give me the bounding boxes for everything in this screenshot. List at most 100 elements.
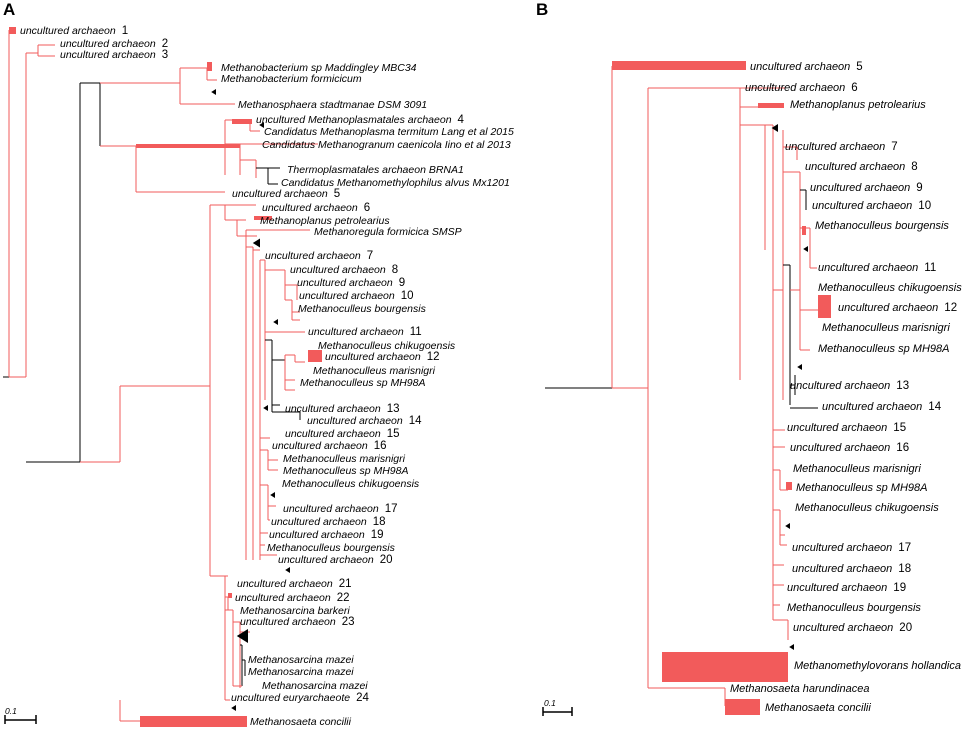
leaf-name: uncultured archaeon (787, 582, 887, 594)
leaf-name: uncultured archaeon (297, 277, 393, 289)
leaf-name: uncultured archaeon (785, 141, 885, 153)
collapsed-node-marker (785, 523, 790, 529)
leaf-name: Methanoculleus bourgensis (267, 542, 396, 554)
leaf-name: Methanoculleus bourgensis (298, 303, 427, 315)
leaf-name: Candidatus Methanomethylophilus alvus Mx… (281, 177, 510, 189)
leaf-name: uncultured archaeon (290, 264, 386, 276)
leaf-label: Methanoculleus marisnigri (822, 322, 950, 334)
leaf-name: uncultured archaeon (745, 82, 845, 94)
leaf-name: uncultured archaeon (822, 401, 922, 413)
leaf-name: Methanosarcina barkeri (240, 605, 350, 617)
leaf-number: 9 (399, 277, 405, 289)
collapsed-clade-bar (9, 27, 16, 34)
leaf-name: Methanoplanus petrolearius (790, 99, 926, 111)
leaf-name: Methanoculleus sp MH98A (818, 343, 949, 355)
leaf-label: Candidatus Methanoplasma termitum Lang e… (264, 126, 514, 138)
leaf-label: Candidatus Methanomethylophilus alvus Mx… (281, 177, 510, 189)
collapsed-clade-bar (612, 61, 746, 70)
leaf-name: Methanoculleus marisnigri (283, 453, 406, 465)
leaf-number: 12 (427, 351, 440, 363)
leaf-label: Methanosarcina mazei (262, 680, 368, 692)
leaf-name: uncultured archaeon (818, 262, 918, 274)
leaf-name: uncultured archaeon (299, 290, 395, 302)
leaf-label: Methanoculleus chikugoensis (318, 340, 456, 352)
leaf-label: uncultured archaeon 9 (297, 277, 405, 289)
leaf-name: Methanomethylovorans hollandica (794, 660, 961, 672)
leaf-name: Methanoculleus marisnigri (793, 463, 921, 475)
leaf-name: Methanosaeta concilii (765, 702, 871, 714)
collapsed-node-marker (789, 644, 794, 650)
leaf-name: Methanoculleus sp MH98A (283, 465, 408, 477)
collapsed-node-marker (803, 246, 808, 252)
leaf-name: uncultured archaeon (20, 25, 116, 37)
leaf-name: uncultured archaeon (285, 403, 381, 415)
leaf-label: Methanoculleus marisnigri (793, 463, 921, 475)
leaf-number: 13 (387, 403, 400, 415)
collapsed-clade-bar (308, 350, 322, 362)
leaf-number: 3 (162, 49, 168, 61)
panel-a-letter: A (3, 0, 15, 19)
leaf-label: uncultured archaeon 3 (60, 49, 168, 61)
leaf-number: 4 (458, 114, 465, 126)
leaf-name: uncultured euryarchaeote (231, 692, 350, 704)
leaf-label: Methanosaeta harundinacea (730, 683, 869, 695)
leaf-name: Methanoculleus bourgensis (787, 602, 921, 614)
leaf-number: 18 (373, 516, 386, 528)
leaf-name: Methanoplanus petrolearius (260, 215, 390, 227)
leaf-name: uncultured archaeon (60, 49, 156, 61)
leaf-name: uncultured archaeon (271, 516, 367, 528)
leaf-name: Candidatus Methanogranum caenicola Iino … (262, 139, 511, 151)
leaf-number: 19 (371, 529, 384, 541)
leaf-name: Thermoplasmatales archaeon BRNA1 (287, 164, 464, 176)
leaf-label: Methanosaeta concilii (250, 716, 352, 728)
collapsed-node-marker (797, 364, 802, 370)
collapsed-node-marker (273, 319, 278, 325)
collapsed-clade-bar (254, 216, 272, 220)
leaf-label: Methanoculleus chikugoensis (282, 478, 420, 490)
leaf-name: uncultured archaeon (265, 250, 361, 262)
leaf-number: 24 (356, 692, 369, 704)
leaf-number: 17 (898, 542, 911, 554)
leaf-label: Methanoculleus chikugoensis (818, 282, 962, 294)
leaf-name: uncultured archaeon (793, 622, 893, 634)
leaf-name: uncultured archaeon (790, 380, 890, 392)
collapsed-clade-bar (207, 62, 212, 71)
leaf-name: Methanoculleus sp MH98A (796, 482, 927, 494)
leaf-number: 14 (928, 401, 941, 413)
panel-a-scale-bar: 0.1 (4, 706, 37, 724)
collapsed-node-marker (263, 405, 268, 411)
leaf-name: Methanosarcina mazei (248, 666, 354, 678)
leaf-name: uncultured archaeon (262, 202, 358, 214)
leaf-name: Methanosarcina mazei (248, 654, 354, 666)
collapsed-clade-bar (232, 119, 252, 124)
leaf-number: 22 (337, 592, 350, 604)
leaf-label: Methanosarcina mazei (248, 654, 354, 666)
leaf-label: Methanoplanus petrolearius (260, 215, 390, 227)
leaf-name: uncultured archaeon (278, 554, 374, 566)
leaf-name: Methanoculleus chikugoensis (282, 478, 420, 490)
leaf-name: Methanobacterium formicicum (221, 73, 362, 85)
leaf-number: 20 (899, 622, 912, 634)
collapsed-clade-bar (140, 716, 247, 727)
leaf-label: Methanosarcina barkeri (240, 605, 350, 617)
leaf-number: 18 (898, 563, 911, 575)
leaf-name: Methanoregula formicica SMSP (314, 226, 462, 238)
leaf-label: Methanoculleus bourgensis (787, 602, 921, 614)
leaf-label: uncultured archaeon 18 (271, 516, 386, 528)
leaf-label: Methanoculleus bourgensis (298, 303, 427, 315)
